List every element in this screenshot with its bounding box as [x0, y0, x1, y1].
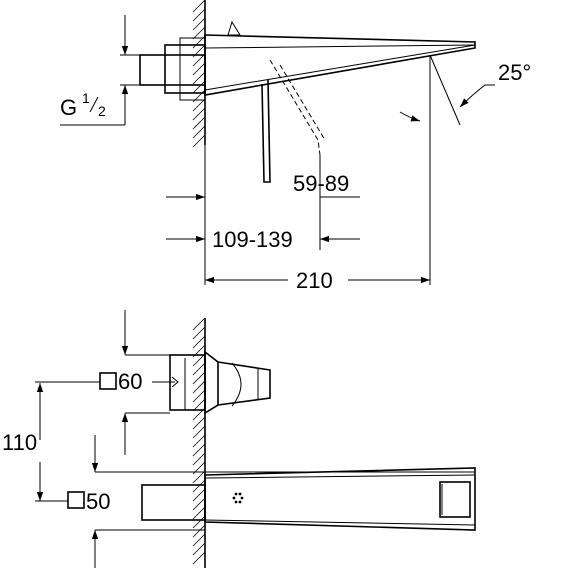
- thread-denominator: 2: [98, 103, 106, 119]
- hatch-stroke: [192, 125, 206, 139]
- logo-mark-icon: [232, 492, 244, 504]
- hatch-stroke: [192, 62, 206, 76]
- spout-side: [204, 20, 476, 183]
- angle-annotation: 25°: [399, 54, 531, 285]
- hatch-stroke: [192, 524, 206, 538]
- logo-dot: [234, 500, 238, 504]
- dim-110-label: 110: [2, 430, 37, 455]
- square-50-value: 50: [86, 489, 110, 514]
- logo-dot: [238, 500, 242, 504]
- hatch-stroke: [192, 515, 206, 529]
- thread-prefix: G: [60, 95, 77, 120]
- thread-label: G 1 2: [60, 90, 106, 120]
- logo-dot: [232, 496, 236, 500]
- hatch-stroke: [192, 71, 206, 85]
- hatch-stroke: [192, 416, 206, 430]
- hatch-stroke: [192, 470, 206, 484]
- hatch-stroke: [192, 398, 206, 412]
- dimension-110: 110: [2, 381, 100, 502]
- hatch-stroke: [192, 98, 206, 112]
- hatch-stroke: [192, 134, 206, 148]
- pipe-stub-lower: [141, 484, 206, 521]
- square-symbol-icon: [67, 491, 85, 509]
- aerator-outlet: [439, 481, 471, 518]
- dim-59-89-label: 59-89: [293, 171, 349, 196]
- hatch-stroke: [192, 443, 206, 457]
- side-view: 25° G 1 2 59-89 109-139 210: [60, 0, 531, 293]
- dimension-210: 210: [204, 145, 430, 293]
- square-60-value: 60: [118, 369, 142, 394]
- hatch-stroke: [192, 389, 206, 403]
- hatch-stroke: [192, 425, 206, 439]
- square-50-label: 50: [67, 489, 110, 514]
- spout-top: [204, 467, 476, 531]
- hatch-stroke: [192, 107, 206, 121]
- square-60-label: 60: [99, 369, 179, 394]
- hatch-stroke: [192, 506, 206, 520]
- hatch-stroke: [192, 479, 206, 493]
- hatch-stroke: [192, 8, 206, 22]
- handle-body: [169, 350, 271, 415]
- wall-hatching-lower: [192, 317, 206, 565]
- hatch-stroke: [192, 17, 206, 31]
- hatch-stroke: [192, 452, 206, 466]
- hatch-stroke: [192, 380, 206, 394]
- hatch-stroke: [192, 0, 206, 13]
- hatch-stroke: [192, 53, 206, 67]
- hatch-stroke: [192, 551, 206, 565]
- hatch-stroke: [192, 26, 206, 40]
- hatch-stroke: [192, 335, 206, 349]
- dimension-59-89: 59-89: [166, 155, 360, 250]
- dim-109-139-label: 109-139: [212, 227, 293, 252]
- hatch-stroke: [192, 434, 206, 448]
- dimension-109-139: 109-139: [166, 227, 360, 252]
- thread-fraction-bar: [89, 96, 99, 113]
- hatch-stroke: [192, 488, 206, 502]
- hatch-stroke: [192, 362, 206, 376]
- front-view: 60 110 50: [2, 310, 476, 568]
- angle-label: 25°: [498, 60, 531, 85]
- logo-dot: [240, 496, 244, 500]
- hatch-stroke: [192, 116, 206, 130]
- hatch-stroke: [192, 326, 206, 340]
- thread-numerator: 1: [82, 90, 90, 106]
- wall-connection-stub: [60, 15, 206, 126]
- dim-210-label: 210: [296, 268, 333, 293]
- hatch-stroke: [192, 80, 206, 94]
- hatch-stroke: [192, 533, 206, 547]
- logo-dot: [238, 492, 242, 496]
- hatch-stroke: [192, 371, 206, 385]
- hatch-stroke: [192, 497, 206, 511]
- hatch-stroke: [192, 353, 206, 367]
- hatch-stroke: [192, 317, 206, 331]
- square-symbol-icon: [99, 372, 117, 390]
- logo-dot: [234, 492, 238, 496]
- wall-hatching-upper: [192, 0, 206, 148]
- hatch-stroke: [192, 542, 206, 556]
